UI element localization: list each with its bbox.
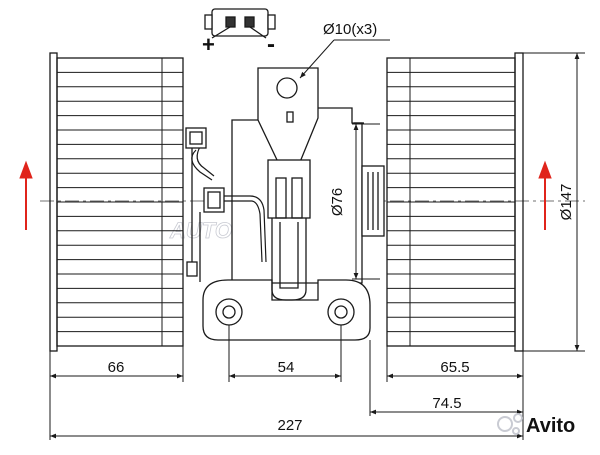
right-fan-blades [387, 71, 515, 333]
left-fan-blades [57, 71, 183, 333]
outer-diameter-label: Ø147 [558, 184, 575, 221]
inner-diameter-label: Ø76 [329, 188, 346, 216]
plus-terminal-label: + [202, 32, 215, 57]
left-wheel-width-label: 66 [108, 359, 125, 376]
minus-terminal-label: - [267, 31, 275, 58]
extension-lines [49, 325, 524, 440]
right-offset-label: 74.5 [432, 395, 461, 412]
airflow-arrow-left [19, 160, 33, 230]
outer-diameter-dimension [523, 52, 585, 352]
inner-diameter-dimension [352, 123, 380, 280]
top-mount-hole [276, 77, 298, 99]
hole-callout-leader [299, 39, 335, 79]
avito-logo: Avito [497, 413, 575, 437]
left-mount-hole [222, 305, 236, 319]
right-wheel-width-label: 65.5 [440, 359, 469, 376]
mount-spacing-label: 54 [278, 359, 295, 376]
motor-bracket [185, 67, 385, 341]
total-width-label: 227 [277, 417, 302, 434]
hole-callout-label: Ø10(x3) [323, 21, 377, 38]
avito-logo-text: Avito [526, 415, 575, 437]
left-fan-wheel [49, 52, 184, 352]
airflow-arrow-right [538, 160, 552, 230]
right-mount-hole [334, 305, 348, 319]
connector-icon [204, 8, 276, 39]
right-fan-wheel [386, 52, 524, 352]
